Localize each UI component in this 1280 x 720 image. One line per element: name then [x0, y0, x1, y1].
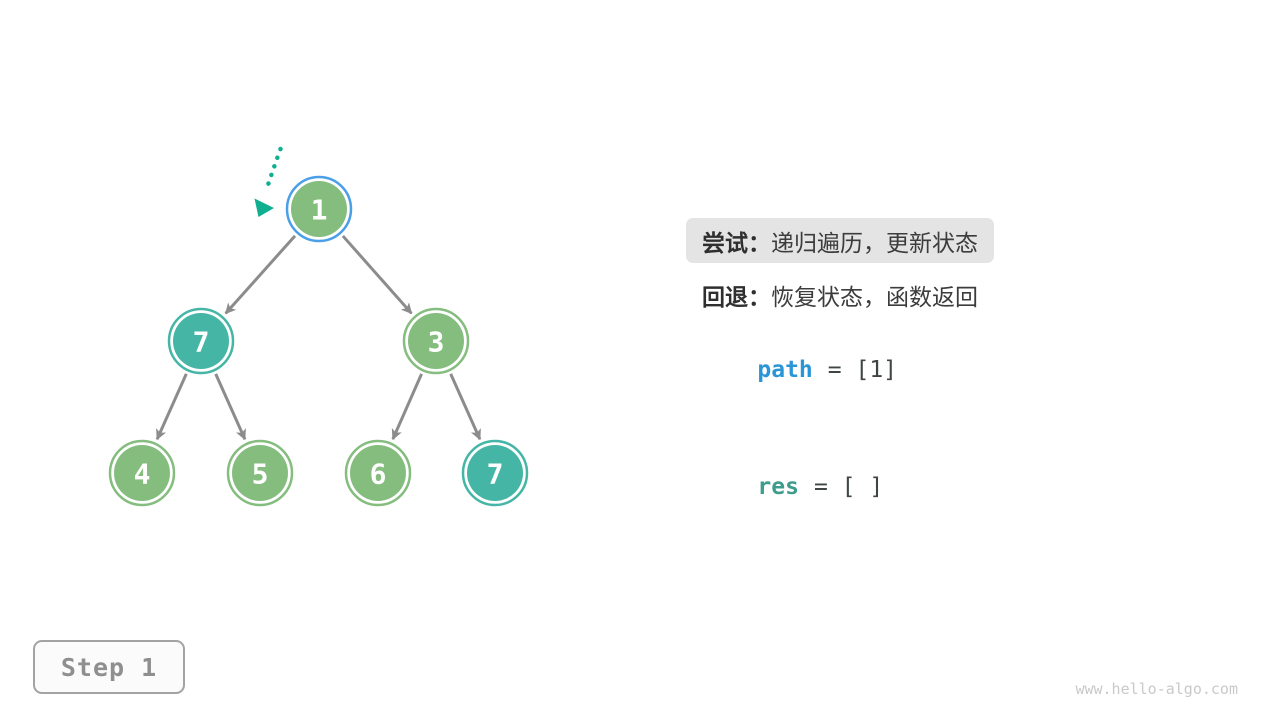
- path-variable-value: = [1]: [827, 357, 898, 383]
- note-backtrack-label: 回退：: [702, 284, 771, 310]
- node-circle: [232, 445, 288, 501]
- node-circle: [467, 445, 523, 501]
- tree-edge: [391, 373, 423, 441]
- tree-node-7: 7: [167, 307, 235, 375]
- note-try: 尝试：递归遍历，更新状态: [686, 218, 994, 263]
- res-variable: res = [ ]: [702, 448, 883, 526]
- path-variable-name: path: [757, 357, 813, 383]
- node-circle: [291, 181, 347, 237]
- note-backtrack: 回退：恢复状态，函数返回: [702, 280, 978, 310]
- step-badge-label: Step 1: [60, 652, 158, 682]
- node-circle: [114, 445, 170, 501]
- node-label: 3: [428, 326, 445, 359]
- tree-node-4: 4: [108, 439, 176, 507]
- node-label: 7: [487, 458, 504, 491]
- tree-node-5: 5: [226, 439, 294, 507]
- tree-edge: [214, 373, 247, 441]
- tree-node-1: 1: [285, 175, 353, 243]
- node-label: 4: [134, 458, 151, 491]
- tree-node-7: 7: [461, 439, 529, 507]
- path-variable: path = [1]: [702, 331, 897, 409]
- note-try-text: 递归遍历，更新状态: [771, 229, 978, 256]
- note-backtrack-text: 恢复状态，函数返回: [771, 284, 978, 310]
- node-circle: [408, 313, 464, 369]
- node-label: 6: [370, 458, 387, 491]
- node-label: 1: [311, 194, 328, 227]
- tree-edge: [449, 373, 482, 441]
- tree-node-3: 3: [402, 307, 470, 375]
- tree-edge: [341, 234, 413, 315]
- node-label: 7: [193, 326, 210, 359]
- watermark: www.hello-algo.com: [1075, 680, 1238, 698]
- node-circle: [350, 445, 406, 501]
- node-circle: [173, 313, 229, 369]
- res-variable-name: res: [757, 474, 799, 500]
- note-try-label: 尝试：: [702, 229, 771, 256]
- tree-node-6: 6: [344, 439, 412, 507]
- step-badge: Step 1: [33, 640, 185, 694]
- res-variable-value: = [ ]: [813, 474, 884, 500]
- tree-edge: [224, 234, 297, 315]
- pointer-arrow-icon: [254, 146, 283, 217]
- node-label: 5: [252, 458, 269, 491]
- tree-edge: [155, 373, 188, 441]
